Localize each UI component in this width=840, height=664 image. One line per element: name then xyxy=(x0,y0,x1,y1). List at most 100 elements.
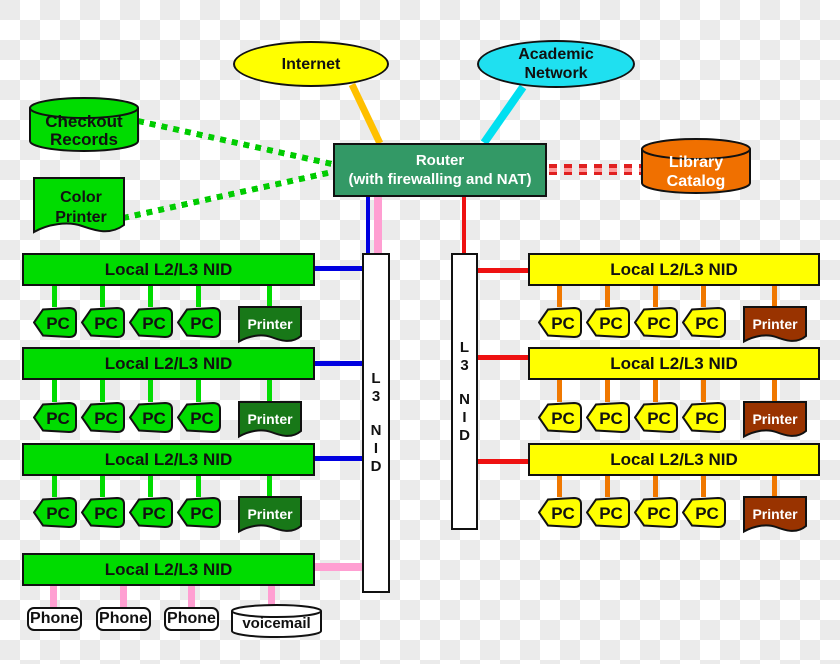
router-catalog-dashed-link xyxy=(549,164,641,175)
phone-label: Phone xyxy=(30,610,79,627)
pc-link xyxy=(148,476,153,497)
right-backbone-letter: I xyxy=(462,408,467,426)
catalog-label-line1: Library xyxy=(669,154,723,171)
left-backbone-letter: N xyxy=(370,422,382,439)
academic-network-node: Academic Network xyxy=(477,40,635,88)
dash-mid xyxy=(549,167,641,172)
pc-node: PC xyxy=(33,497,77,528)
svg-text:PC: PC xyxy=(599,409,623,428)
pc-link xyxy=(196,476,201,497)
right-nid-bar-1: Local L2/L3 NID xyxy=(528,253,820,286)
router-leftnid-pink-link xyxy=(374,197,382,253)
checkout-router-dotted-link xyxy=(137,118,337,168)
voicemail-node: voicemail xyxy=(231,604,322,638)
phone-nid-bar: Local L2/L3 NID xyxy=(22,553,315,586)
right-nid-bar-3-label: Local L2/L3 NID xyxy=(610,449,738,469)
checkout-records-node: Checkout Records xyxy=(29,97,139,152)
svg-text:PC: PC xyxy=(46,504,70,523)
pc-node: PC xyxy=(81,307,125,338)
svg-text:PC: PC xyxy=(551,314,575,333)
phone-node: Phone xyxy=(164,607,219,631)
router-rightnid-red-link xyxy=(462,197,466,253)
svg-text:PC: PC xyxy=(647,504,671,523)
svg-text:Printer: Printer xyxy=(752,506,798,522)
colorprinter-router-dotted-link xyxy=(122,168,337,221)
pc-link xyxy=(605,286,610,307)
pc-link xyxy=(52,476,57,497)
svg-text:Printer: Printer xyxy=(752,411,798,427)
right-backbone-letter: N xyxy=(459,390,470,408)
svg-text:Printer: Printer xyxy=(752,316,798,332)
pc-link xyxy=(100,286,105,307)
printer-node: Printer xyxy=(743,401,807,439)
color-printer-node: Color Printer xyxy=(33,177,125,234)
pc-link xyxy=(100,476,105,497)
phone-label: Phone xyxy=(99,610,148,627)
pc-node: PC xyxy=(177,402,221,433)
academic-label-line2: Network xyxy=(524,65,588,82)
rightrow3-backbone-link xyxy=(478,459,528,464)
svg-text:Printer: Printer xyxy=(247,316,293,332)
right-nid-bar-2-label: Local L2/L3 NID xyxy=(610,353,738,373)
pc-node: PC xyxy=(586,402,630,433)
printer-link xyxy=(267,380,272,402)
color-printer-label-line1: Color xyxy=(60,189,102,206)
pc-link xyxy=(557,380,562,402)
pc-node: PC xyxy=(682,497,726,528)
pc-node: PC xyxy=(682,402,726,433)
svg-text:PC: PC xyxy=(142,504,166,523)
left-nid-bar-3-label: Local L2/L3 NID xyxy=(104,449,233,469)
router-node: Router (with firewalling and NAT) xyxy=(333,143,547,197)
checkout-label-line2: Records xyxy=(50,130,118,149)
right-backbone-letter: D xyxy=(459,426,470,444)
internet-router-link xyxy=(348,82,384,145)
right-nid-bar-2: Local L2/L3 NID xyxy=(528,347,820,380)
phone-node: Phone xyxy=(96,607,151,631)
phone-label: Phone xyxy=(167,610,216,627)
svg-text:PC: PC xyxy=(46,314,70,333)
svg-text:PC: PC xyxy=(94,314,118,333)
pc-node: PC xyxy=(586,497,630,528)
svg-text:PC: PC xyxy=(647,409,671,428)
pc-node: PC xyxy=(33,307,77,338)
pc-link xyxy=(52,286,57,307)
pc-link xyxy=(100,380,105,402)
left-nid-bar-1: Local L2/L3 NID xyxy=(22,253,315,286)
printer-link xyxy=(267,286,272,307)
pc-node: PC xyxy=(682,307,726,338)
pc-link xyxy=(653,380,658,402)
phone-link xyxy=(120,586,127,607)
pc-link xyxy=(557,476,562,497)
svg-text:PC: PC xyxy=(190,314,214,333)
pc-link xyxy=(148,286,153,307)
router-leftnid-blue-link xyxy=(366,197,370,253)
left-l3-nid-backbone: L 3 N I D xyxy=(362,253,390,593)
pc-node: PC xyxy=(634,402,678,433)
printer-link xyxy=(772,476,777,497)
svg-text:PC: PC xyxy=(647,314,671,333)
rightrow2-backbone-link xyxy=(478,355,528,360)
dash-bottom xyxy=(549,171,641,175)
color-printer-label-line2: Printer xyxy=(55,209,107,226)
academic-router-link xyxy=(480,84,527,146)
pc-link xyxy=(605,476,610,497)
right-backbone-letter: 3 xyxy=(460,356,469,374)
svg-text:PC: PC xyxy=(190,409,214,428)
svg-text:PC: PC xyxy=(599,314,623,333)
svg-text:PC: PC xyxy=(142,314,166,333)
right-nid-bar-3: Local L2/L3 NID xyxy=(528,443,820,476)
internet-node: Internet xyxy=(233,41,389,87)
phone-link xyxy=(50,586,57,607)
pc-link xyxy=(557,286,562,307)
printer-link xyxy=(772,286,777,307)
printer-node: Printer xyxy=(238,306,302,344)
pc-link xyxy=(701,476,706,497)
rightrow1-backbone-link xyxy=(478,268,528,273)
printer-node: Printer xyxy=(238,496,302,534)
svg-text:PC: PC xyxy=(599,504,623,523)
phone-node: Phone xyxy=(27,607,82,631)
svg-text:PC: PC xyxy=(695,504,719,523)
right-nid-bar-1-label: Local L2/L3 NID xyxy=(610,259,738,279)
pc-node: PC xyxy=(129,307,173,338)
